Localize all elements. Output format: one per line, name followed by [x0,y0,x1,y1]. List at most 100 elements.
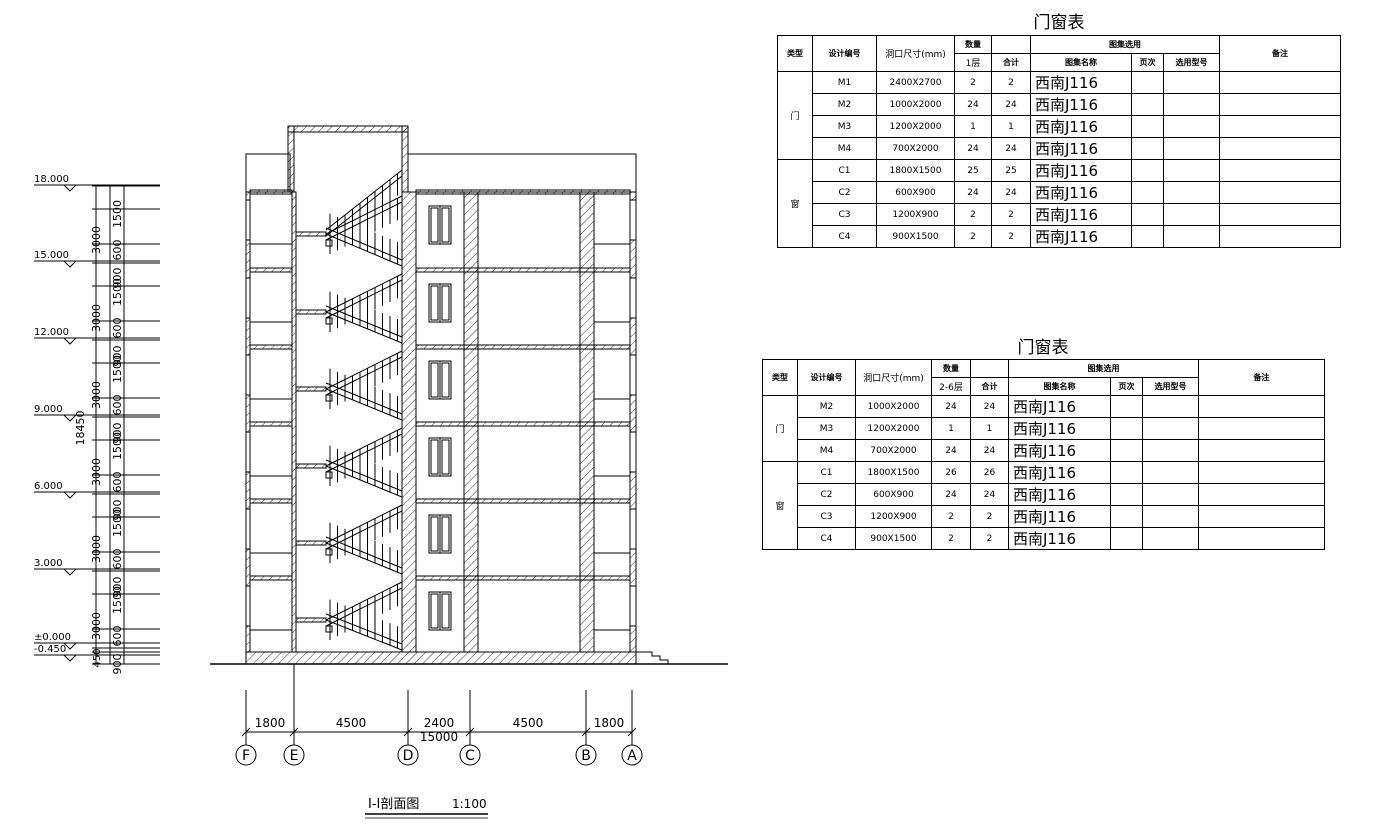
atlas-name-cell: 西南J116 [1030,93,1132,116]
size-cell: 1200X900 [876,203,955,226]
sub-dim: 600 [111,395,124,416]
type-cell: 门 [777,71,813,160]
stair-landing [295,231,327,237]
axis-label: A [627,748,637,764]
code-cell: C1 [812,159,877,182]
th-page: 页次 [1131,53,1164,72]
stair-flight [325,388,403,421]
th-total: 合计 [991,53,1031,72]
remark-cell [1219,137,1341,160]
door-panel [430,285,439,321]
page-cell [1131,93,1164,116]
axis-bubble [621,744,643,766]
window-opening [629,585,637,627]
stair-tower-wall-left [287,125,295,193]
door-window-table-1: 类型 设计编号 洞口尺寸(mm) 数量 图集选用 备注 1层 合计 图集名称 页… [777,35,1341,248]
floor-qty-cell: 24 [931,439,971,462]
door-panel [441,207,450,243]
window-opening [245,199,251,241]
size-cell: 1200X2000 [876,115,955,138]
size-cell: 600X900 [876,181,955,204]
th-qty-blank [970,359,1009,378]
size-cell: 2400X2700 [876,71,955,94]
th-model: 选用型号 [1163,53,1220,72]
level-label: -0.450 [34,644,66,655]
stair-flight [325,536,403,569]
axis-bubble [283,744,305,766]
level-label: 12.000 [34,327,69,338]
floor-slab [415,189,631,195]
floor-qty-cell: 2 [954,225,992,248]
floor-slab [249,189,293,195]
code-cell: C3 [812,203,877,226]
level-label: 9.000 [34,404,63,415]
remark-cell [1219,115,1341,138]
code-cell: C2 [812,181,877,204]
floor-slab [415,344,631,350]
th-qty: 数量 [931,359,971,378]
th-remark: 备注 [1219,35,1341,72]
floor-height-dim: 3000 [90,304,103,332]
h-dim-label: 4500 [336,716,367,730]
door-panel [441,439,450,475]
sub-dim: 900 [111,423,124,444]
parapet-right [407,153,637,193]
stair-flight [325,587,403,627]
model-cell [1142,439,1199,462]
total-qty-cell: 1 [970,417,1009,440]
remark-cell [1198,417,1325,440]
total-qty-cell: 24 [970,439,1009,462]
window-opening [629,277,637,319]
floor-height-dim: 3000 [90,612,103,640]
page-cell [1131,115,1164,138]
parapet-left [245,153,291,193]
size-cell: 1800X1500 [855,461,932,484]
dim-tick [403,727,413,737]
window-opening [629,199,637,241]
floor-height-dim: 3000 [90,381,103,409]
remark-cell [1198,483,1325,506]
remark-cell [1219,203,1341,226]
floor-qty-cell: 2 [931,505,971,528]
code-cell: M1 [812,71,877,94]
model-cell [1163,115,1220,138]
window-opening [629,354,637,396]
door-window-table-2: 类型 设计编号 洞口尺寸(mm) 数量 图集选用 备注 2-6层 合计 图集名称… [762,359,1325,550]
page-cell [1110,483,1143,506]
door-panel [430,362,439,398]
wall-axis-e [291,191,297,653]
stair-landing [295,540,327,546]
type-cell: 窗 [777,159,813,248]
floor-slab [415,575,631,581]
level-label: 6.000 [34,481,63,492]
total-qty-cell: 1 [991,115,1031,138]
total-qty-cell: 24 [991,137,1031,160]
floor-slab [415,498,631,504]
atlas-name-cell: 西南J116 [1030,181,1132,204]
floor-slab [249,575,293,581]
th-atlas-name: 图集名称 [1008,377,1111,396]
stair-flight [325,273,403,313]
atlas-name-cell: 西南J116 [1030,159,1132,182]
page-cell [1131,71,1164,94]
atlas-name-cell: 西南J116 [1008,505,1111,528]
sub-dim: 600 [111,318,124,339]
floor-qty-cell: 2 [954,71,992,94]
sub-dim: 1500 [111,200,124,228]
floor-qty-cell: 2 [954,203,992,226]
stair-flight [325,350,403,390]
total-qty-cell: 2 [991,71,1031,94]
stair-flight [325,233,403,267]
total-width-label: 15000 [420,730,458,744]
floor-qty-cell: 24 [954,181,992,204]
door-panel [441,362,450,398]
level-triangle [63,654,77,662]
size-cell: 700X2000 [855,439,932,462]
size-cell: 700X2000 [876,137,955,160]
th-size: 洞口尺寸(mm) [876,35,955,72]
floor-qty-cell: 24 [931,395,971,418]
floor-height-dim: 3000 [90,458,103,486]
